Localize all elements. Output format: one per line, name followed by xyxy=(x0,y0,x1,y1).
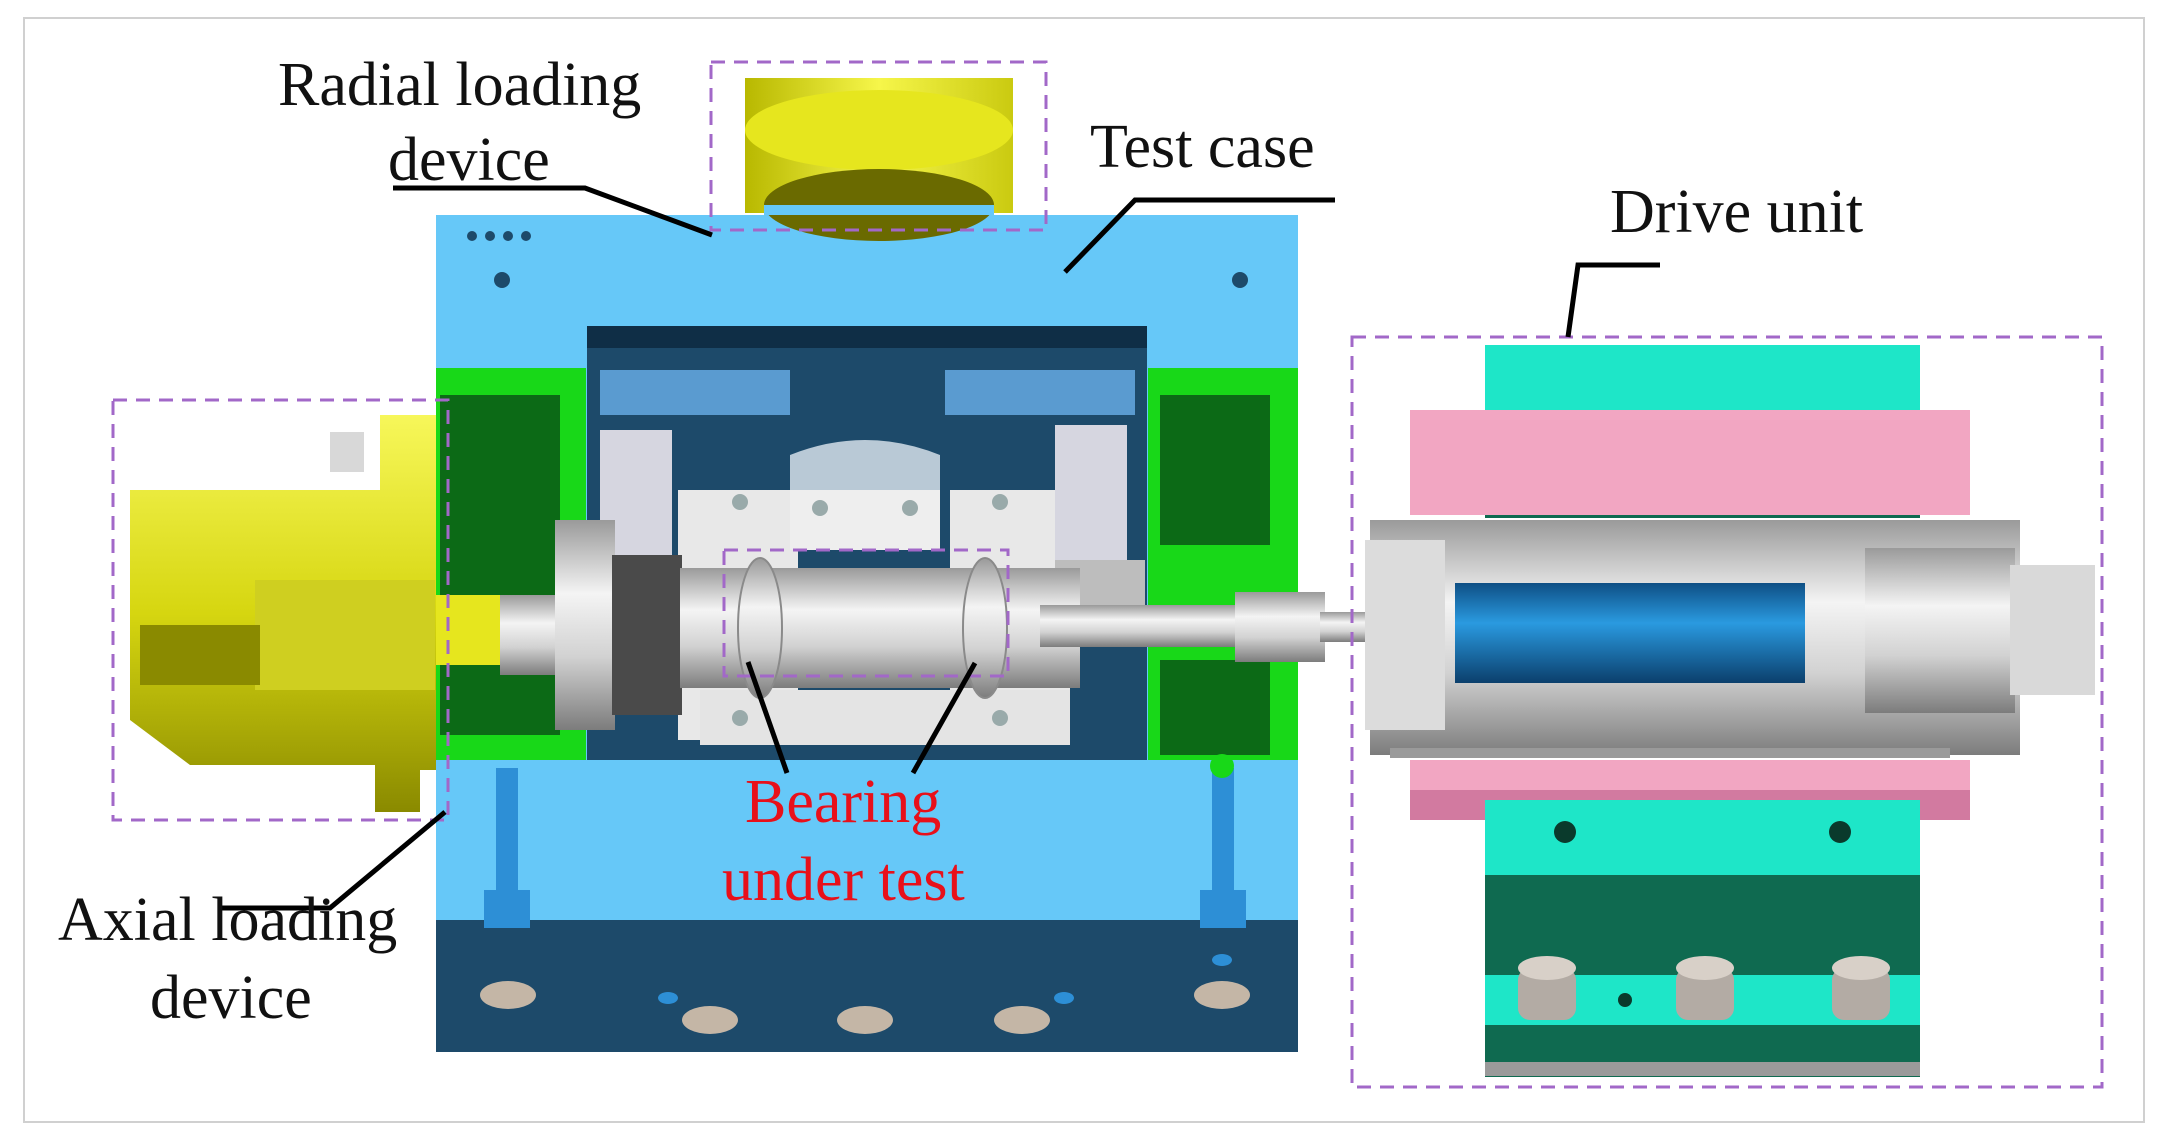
radial-pad xyxy=(790,440,940,490)
axial-loading-device xyxy=(130,415,506,812)
shaft-flange xyxy=(555,520,615,730)
rotor xyxy=(1455,583,1805,683)
upper-plate-left xyxy=(600,370,790,415)
base-hole xyxy=(682,1006,738,1034)
radial-bore-cover xyxy=(764,205,994,215)
base-hole xyxy=(837,1006,893,1034)
radial-device-box xyxy=(709,60,1048,232)
radial-cylinder-top xyxy=(745,90,1013,170)
axial-bore xyxy=(255,580,435,690)
coupling xyxy=(1235,592,1325,662)
axial-leader xyxy=(218,810,447,911)
motor-output-shaft xyxy=(2010,565,2095,695)
axial-label-line2: device xyxy=(150,964,312,1032)
base-hole-small xyxy=(1054,992,1074,1004)
housing-dot xyxy=(503,231,513,241)
drive-bolt-head xyxy=(1832,956,1890,980)
test-case-leader xyxy=(1063,197,1335,274)
drive-unit-leader xyxy=(1565,262,1660,338)
bearing-leader-right xyxy=(910,661,978,775)
motor-housing-upper xyxy=(1410,410,1970,515)
drive-unit xyxy=(1365,345,2095,1077)
drive-base-hole xyxy=(1829,821,1851,843)
drive-bolt xyxy=(1832,968,1890,1020)
bearing-label-line2: under test xyxy=(722,846,965,914)
drive-base-edge xyxy=(1485,1062,1920,1076)
drive-unit-box xyxy=(1350,335,2104,1089)
bearing-box xyxy=(722,548,1010,678)
lower-block xyxy=(700,690,1070,745)
shaft-assembly xyxy=(500,520,1390,730)
motor-right-cap xyxy=(1865,548,2015,713)
column xyxy=(1212,768,1234,908)
base-hole xyxy=(994,1006,1050,1034)
drive-bolt xyxy=(1676,968,1734,1020)
column-cap xyxy=(1200,890,1246,928)
block-hole xyxy=(732,494,748,510)
shaft-coupling-rod xyxy=(1040,605,1240,647)
housing-dot xyxy=(521,231,531,241)
upper-plate-right xyxy=(945,370,1135,415)
drive-unit-label: Drive unit xyxy=(1610,178,1863,246)
base-hole xyxy=(1194,981,1250,1009)
block-hole xyxy=(732,710,748,726)
base-hole-small xyxy=(658,992,678,1004)
test-case-label: Test case xyxy=(1090,113,1315,181)
housing-bolt xyxy=(1232,272,1248,288)
housing-dot xyxy=(485,231,495,241)
bearing-leader-left xyxy=(745,661,790,774)
column-cap xyxy=(484,890,530,928)
drive-bolt xyxy=(1518,968,1576,1020)
drive-bolt-head xyxy=(1518,956,1576,980)
radial-label-line2: device xyxy=(388,126,550,194)
radial-loading-device xyxy=(745,78,1013,241)
axial-bore-shadow xyxy=(140,625,260,685)
column-top xyxy=(1210,754,1234,778)
cavity-top-bar xyxy=(587,326,1147,348)
bearing-label-line1: Bearing xyxy=(745,768,941,836)
block-hole xyxy=(992,494,1008,510)
left-support-shadow xyxy=(440,395,560,735)
drive-base-hole xyxy=(1554,821,1576,843)
column xyxy=(496,768,518,908)
test-case xyxy=(436,215,1298,1052)
radial-label-line1: Radial loading xyxy=(278,51,641,119)
axial-label-line1: Axial loading xyxy=(58,886,397,954)
radial-leader xyxy=(393,185,713,238)
housing-bolt xyxy=(494,272,510,288)
right-bracket xyxy=(1055,425,1127,565)
axial-spigot xyxy=(330,432,364,472)
axial-device-box xyxy=(111,398,450,822)
block-hole xyxy=(812,500,828,516)
base-hole-small xyxy=(1212,954,1232,966)
base-hole xyxy=(480,981,536,1009)
drive-bolt-head xyxy=(1676,956,1734,980)
housing-dot xyxy=(467,231,477,241)
right-support-shadow xyxy=(1160,660,1270,755)
block-hole xyxy=(902,500,918,516)
shaft-collar xyxy=(612,555,682,715)
motor-stator-teeth xyxy=(1390,748,1950,758)
block-hole xyxy=(992,710,1008,726)
motor-left-cap xyxy=(1365,540,1445,730)
right-support-shadow xyxy=(1160,395,1270,545)
drive-base-hole xyxy=(1618,993,1632,1007)
